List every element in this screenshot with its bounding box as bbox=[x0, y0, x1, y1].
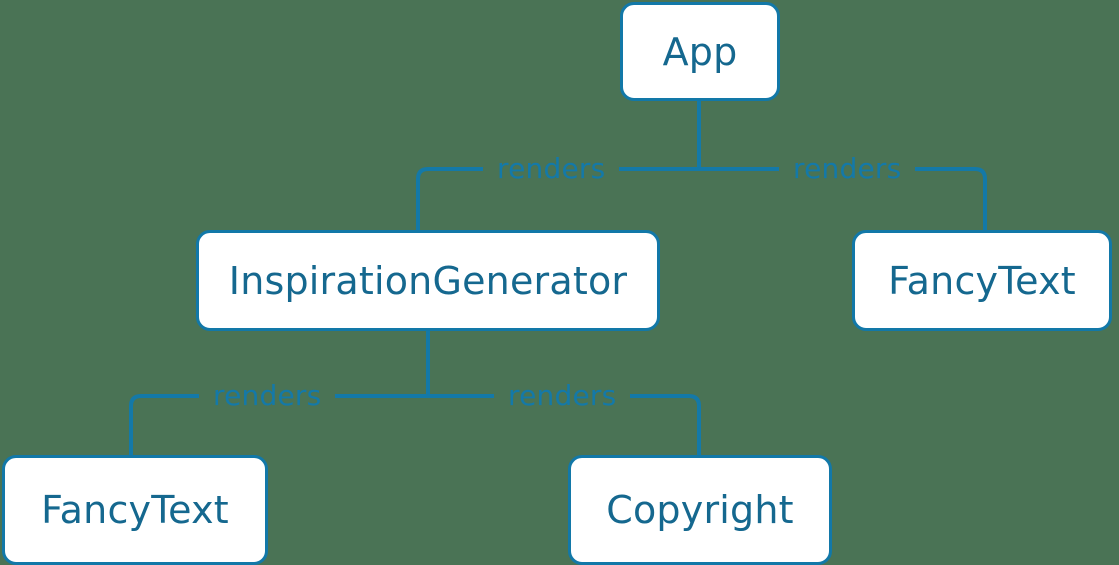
node-inspiration-generator[interactable]: InspirationGenerator bbox=[196, 230, 660, 331]
node-app[interactable]: App bbox=[620, 2, 780, 101]
edge-label-inspirationgenerator-to-fancytext: renders bbox=[199, 379, 336, 412]
edge-label-app-to-inspirationgenerator: renders bbox=[483, 152, 620, 185]
node-fancy-text-right[interactable]: FancyText bbox=[852, 230, 1112, 331]
node-copyright[interactable]: Copyright bbox=[568, 455, 832, 565]
edge-label-inspirationgenerator-to-copyright: renders bbox=[494, 379, 631, 412]
edge-label-app-to-fancytext: renders bbox=[779, 152, 916, 185]
node-fancy-text-left[interactable]: FancyText bbox=[2, 455, 268, 565]
